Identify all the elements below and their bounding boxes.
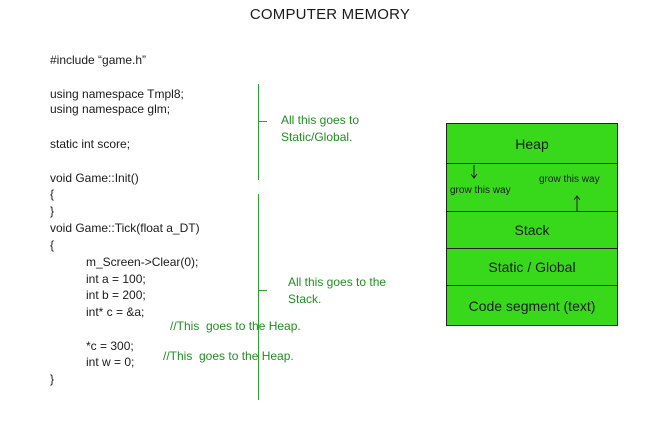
- stack-growth-label: grow this way: [539, 174, 600, 185]
- heap-label: Heap: [515, 135, 549, 152]
- stack-segment: Stack: [447, 212, 617, 249]
- code-line-static-score: static int score;: [50, 137, 131, 151]
- code-line-int-w: int w = 0;: [86, 355, 135, 369]
- memory-layout-diagram: Heap grow this way grow this way Stack S…: [446, 123, 618, 326]
- note-line: All this goes to the: [288, 275, 387, 289]
- code-line-using-glm: using namespace glm;: [50, 102, 171, 116]
- code-line-screen-clear: m_Screen->Clear(0);: [86, 255, 199, 269]
- heap-segment: Heap: [447, 124, 617, 164]
- code-line-close-brace: }: [50, 204, 55, 218]
- code-line-int-ptr-c: int* c = &a;: [86, 305, 145, 319]
- arrow-down-icon: [470, 165, 478, 179]
- code-line-using-tmpl8: using namespace Tmpl8;: [50, 87, 184, 101]
- stack-note: All this goes to the Stack.: [288, 274, 386, 308]
- code-segment: Code segment (text): [447, 286, 617, 325]
- code-line-include: #include “game.h”: [50, 53, 147, 67]
- code-line-tick-signature: void Game::Tick(float a_DT): [50, 221, 200, 235]
- code-line-open-brace: {: [50, 238, 55, 252]
- code-line-open-brace: {: [50, 187, 55, 201]
- heap-comment: //This goes to the Heap.: [163, 349, 294, 363]
- code-segment-label: Code segment (text): [468, 297, 596, 314]
- code-line-assign-c: *c = 300;: [86, 339, 134, 353]
- note-line: Static/Global.: [281, 130, 353, 144]
- code-line-init-signature: void Game::Init(): [50, 171, 139, 185]
- code-line-int-a: int a = 100;: [86, 272, 146, 286]
- static-global-label: Static / Global: [488, 259, 576, 275]
- growth-region: grow this way grow this way: [447, 164, 617, 212]
- static-bracket-line: [258, 84, 259, 180]
- note-line: Stack.: [288, 292, 322, 306]
- heap-growth-label: grow this way: [450, 185, 511, 196]
- static-global-note: All this goes to Static/Global.: [281, 112, 359, 146]
- stack-bracket-tick: [258, 290, 267, 291]
- note-line: All this goes to: [281, 113, 360, 127]
- arrow-up-icon: [573, 195, 581, 211]
- static-global-segment: Static / Global: [447, 249, 617, 286]
- static-bracket-tick: [258, 121, 267, 122]
- page-title: COMPUTER MEMORY: [249, 6, 411, 23]
- stack-bracket-line: [258, 194, 259, 400]
- stack-label: Stack: [514, 222, 550, 238]
- code-line-close-brace: }: [50, 372, 55, 386]
- code-line-int-b: int b = 200;: [86, 288, 146, 302]
- heap-comment: //This goes to the Heap.: [170, 319, 301, 333]
